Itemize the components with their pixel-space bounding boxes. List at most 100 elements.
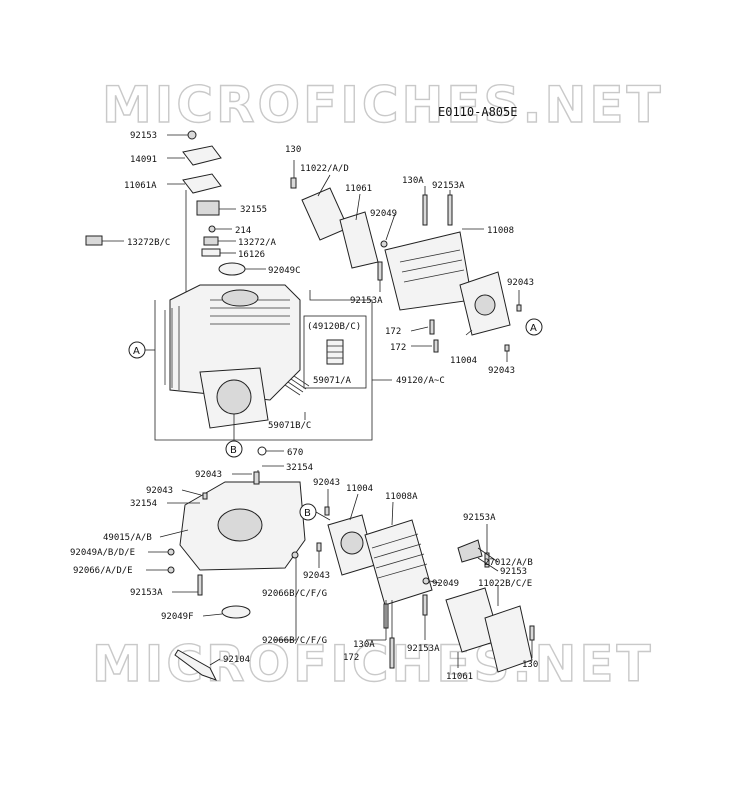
label-32154-c1: 32154 bbox=[286, 463, 313, 473]
plug-92066ade bbox=[167, 566, 175, 574]
label-11061-top: 11061 bbox=[345, 184, 372, 194]
head-fins bbox=[399, 249, 465, 283]
pin-92043-c2 bbox=[202, 492, 208, 500]
crankcase-bore bbox=[217, 508, 263, 542]
pin-92043-c1 bbox=[253, 471, 260, 485]
seal-92049c bbox=[218, 262, 246, 276]
label-92043-h2: 92043 bbox=[303, 571, 330, 581]
label-11022ad: 11022/A/D bbox=[300, 164, 349, 174]
label-92153a-low2: 92153A bbox=[407, 644, 440, 654]
label-32155: 32155 bbox=[240, 205, 267, 215]
gasket-bore-low bbox=[340, 531, 364, 555]
clip-13272a bbox=[203, 236, 219, 246]
label-172-low: 172 bbox=[343, 653, 359, 663]
watermark-bottom: MICROFICHES.NET bbox=[92, 635, 654, 693]
seal-92049abde bbox=[167, 548, 175, 556]
spring-59071bc bbox=[284, 375, 310, 396]
seal-92049f bbox=[221, 605, 251, 619]
callout-a-left-label: A bbox=[133, 346, 140, 357]
seal-92049-low bbox=[422, 577, 430, 585]
spring-59071a bbox=[326, 339, 344, 365]
gasket-11061-top bbox=[339, 211, 379, 269]
label-92049abde: 92049A/B/D/E bbox=[70, 548, 135, 558]
callout-a-left bbox=[128, 341, 146, 359]
pin-92043-r1 bbox=[516, 304, 522, 312]
pin-92043-r2 bbox=[504, 344, 510, 352]
oring-670 bbox=[257, 446, 267, 456]
label-92153-top: 92153 bbox=[130, 131, 157, 141]
bolt-92153a-top bbox=[447, 194, 453, 226]
pin-172-b bbox=[433, 339, 439, 353]
label-92049c: 92049C bbox=[268, 266, 301, 276]
label-92043-c1: 92043 bbox=[195, 470, 222, 480]
label-92066ade: 92066/A/D/E bbox=[73, 566, 133, 576]
label-130-top: 130 bbox=[285, 145, 301, 155]
cylinder-bore bbox=[216, 379, 252, 415]
bracket-27012ab bbox=[457, 539, 483, 563]
label-92049f: 92049F bbox=[161, 612, 194, 622]
bolt-92153a-low bbox=[197, 574, 203, 596]
label-11004-top: 11004 bbox=[450, 356, 477, 366]
pin-172-low bbox=[389, 637, 395, 669]
pin-172-a bbox=[429, 319, 435, 335]
label-49015ab: 49015/A/B bbox=[103, 533, 152, 543]
gasket-11061a bbox=[182, 173, 222, 194]
label-92066bcfg-1: 92066B/C/F/G bbox=[262, 589, 327, 599]
label-92049-low: 92049 bbox=[432, 579, 459, 589]
label-11008a: 11008A bbox=[385, 492, 418, 502]
cover-11022bce bbox=[484, 605, 533, 673]
bolt-130-top bbox=[290, 177, 297, 189]
label-92043-r2: 92043 bbox=[488, 366, 515, 376]
label-49120ac: 49120/A~C bbox=[396, 376, 445, 386]
label-11008: 11008 bbox=[487, 226, 514, 236]
label-11061-low: 11061 bbox=[446, 672, 473, 682]
bolt-92153a-low2 bbox=[422, 594, 428, 616]
plate-16126 bbox=[201, 248, 221, 257]
label-14091: 14091 bbox=[130, 155, 157, 165]
label-92049-top: 92049 bbox=[370, 209, 397, 219]
plug-92066bcfg-1 bbox=[291, 551, 299, 559]
label-49120bc: (49120B/C) bbox=[307, 322, 361, 332]
label-13272a: 13272/A bbox=[238, 238, 277, 248]
pin-92043-h2 bbox=[316, 542, 322, 552]
label-92043-h1: 92043 bbox=[313, 478, 340, 488]
watermark-top: MICROFICHES.NET bbox=[102, 76, 664, 134]
label-92043-c2: 92043 bbox=[146, 486, 173, 496]
clip-13272bc bbox=[85, 235, 103, 246]
label-59071a: 59071/A bbox=[313, 376, 352, 386]
label-130-low: 130 bbox=[522, 660, 538, 670]
label-92153a-mid: 92153A bbox=[350, 296, 383, 306]
pin-214 bbox=[208, 225, 216, 233]
callout-b-lower-label: B bbox=[304, 508, 311, 519]
cylinder-head-11008a bbox=[364, 519, 433, 606]
diagram-code: E0110-A805E bbox=[438, 105, 517, 119]
label-130a-low: 130A bbox=[353, 640, 375, 650]
label-11004-low: 11004 bbox=[346, 484, 373, 494]
head-fins-low bbox=[371, 533, 428, 579]
filter-32155 bbox=[196, 200, 220, 216]
cylinder-bore-top bbox=[221, 289, 259, 307]
label-32154-c2: 32154 bbox=[130, 499, 157, 509]
label-92153a-r: 92153A bbox=[463, 513, 496, 523]
label-11022bce: 11022B/C/E bbox=[478, 579, 532, 589]
seal-92049-top bbox=[380, 240, 388, 248]
label-130a-top: 130A bbox=[402, 176, 424, 186]
bolt-92153-top bbox=[187, 130, 197, 140]
callout-a-right bbox=[525, 318, 543, 336]
label-92066bcfg-2: 92066B/C/F/G bbox=[262, 636, 327, 646]
bolt-92153a-mid bbox=[377, 261, 383, 281]
callout-b-middle bbox=[225, 440, 243, 458]
pin-92043-h1 bbox=[324, 506, 330, 516]
label-11061a-top: 11061A bbox=[124, 181, 157, 191]
label-214: 214 bbox=[235, 226, 251, 236]
label-92043-r1: 92043 bbox=[507, 278, 534, 288]
label-172-a: 172 bbox=[385, 327, 401, 337]
callout-b-middle-label: B bbox=[230, 445, 237, 456]
label-27012ab: 27012/A/B bbox=[484, 558, 533, 568]
cover-11022ad bbox=[301, 187, 349, 241]
label-92153a-low: 92153A bbox=[130, 588, 163, 598]
inset-box-49120bc bbox=[303, 315, 367, 389]
label-172-b: 172 bbox=[390, 343, 406, 353]
label-670: 670 bbox=[287, 448, 303, 458]
